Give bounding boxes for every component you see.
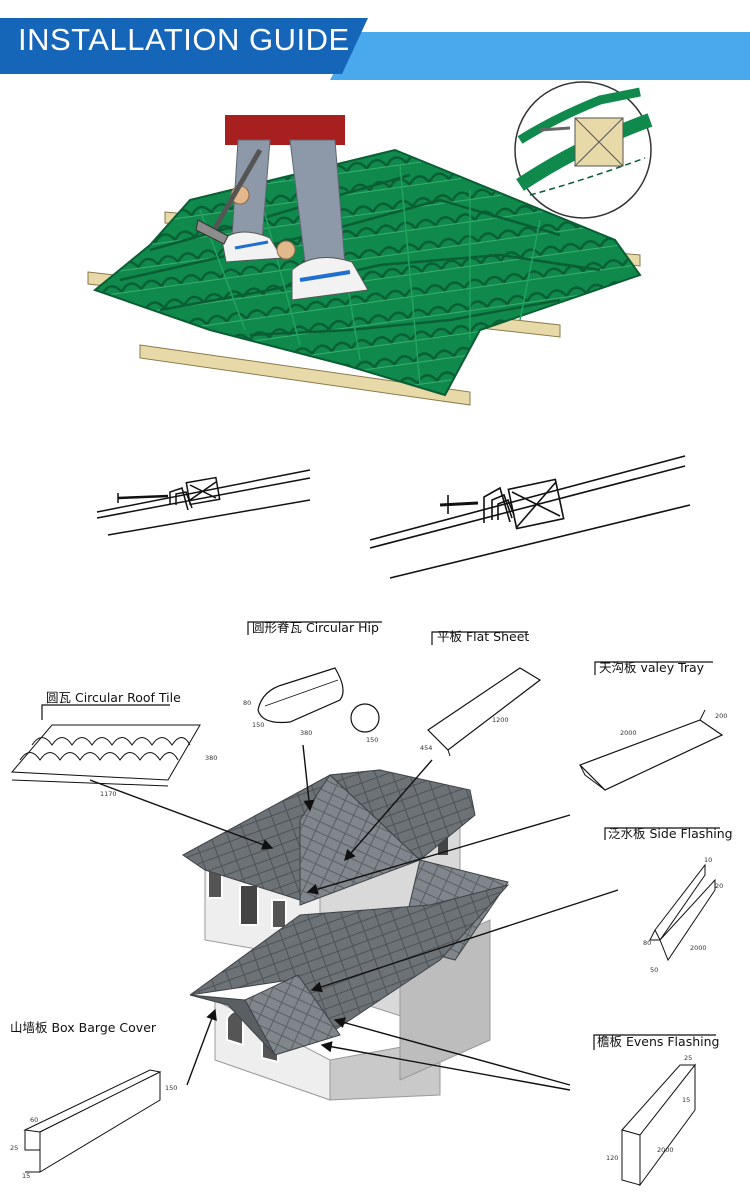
- component-side-flashing: 泛水板 Side Flashing 10 20 80 50 2000: [604, 826, 733, 974]
- svg-text:25: 25: [684, 1054, 692, 1062]
- svg-text:15: 15: [682, 1096, 690, 1104]
- svg-text:380: 380: [300, 729, 312, 737]
- inset-detail-circle: [514, 81, 653, 219]
- svg-text:2000: 2000: [620, 729, 637, 737]
- svg-text:80: 80: [243, 699, 251, 707]
- svg-text:10: 10: [704, 856, 712, 864]
- svg-text:2000: 2000: [690, 944, 707, 952]
- svg-text:1170: 1170: [100, 790, 117, 798]
- label-circular-roof-tile: 圆瓦 Circular Roof Tile: [46, 690, 181, 705]
- label-flat-sheet: 平板 Flat Sheet: [437, 629, 529, 644]
- label-side-flashing: 泛水板 Side Flashing: [608, 826, 733, 841]
- hammer-icon: [195, 148, 263, 245]
- green-roof-tiles: [92, 148, 642, 397]
- component-circular-roof-tile: 圆瓦 Circular Roof Tile 380 1170: [10, 690, 217, 798]
- svg-text:454: 454: [420, 744, 432, 752]
- svg-text:150: 150: [165, 1084, 177, 1092]
- svg-text:60: 60: [30, 1116, 38, 1124]
- section-detail-large: [369, 455, 691, 579]
- label-valley-tray: 天沟板 valey Tray: [599, 660, 705, 675]
- component-circular-hip: 圆形脊瓦 Circular Hip 80 150 380 150: [243, 620, 382, 744]
- svg-text:380: 380: [205, 754, 217, 762]
- header-light-band: [330, 32, 750, 80]
- component-box-barge-cover: 山墙板 Box Barge Cover 60 25 150 15: [10, 1020, 177, 1180]
- component-evens-flashing: 檐板 Evens Flashing 25 15 120 2000: [593, 1034, 719, 1187]
- label-evens-flashing: 檐板 Evens Flashing: [597, 1034, 719, 1049]
- svg-text:1200: 1200: [492, 716, 509, 724]
- svg-text:150: 150: [366, 736, 378, 744]
- section-detail-small: [96, 469, 311, 536]
- svg-text:150: 150: [252, 721, 264, 729]
- svg-text:80: 80: [643, 939, 651, 947]
- svg-text:200: 200: [715, 712, 727, 720]
- component-valley-tray: 天沟板 valey Tray 2000 200: [578, 660, 727, 791]
- svg-text:120: 120: [606, 1154, 618, 1162]
- component-flat-sheet: 平板 Flat Sheet 454 1200: [420, 629, 542, 757]
- svg-text:15: 15: [22, 1172, 30, 1180]
- header-dark-band: [0, 18, 368, 74]
- roof-installation-illustration: [87, 81, 653, 406]
- svg-text:50: 50: [650, 966, 658, 974]
- svg-text:2000: 2000: [657, 1146, 674, 1154]
- label-circular-hip: 圆形脊瓦 Circular Hip: [252, 620, 379, 635]
- svg-text:25: 25: [10, 1144, 18, 1152]
- house-illustration: [182, 769, 510, 1101]
- page-title: INSTALLATION GUIDE: [18, 22, 350, 57]
- pointer-arrows: [89, 744, 619, 1091]
- header-banner: [0, 18, 750, 80]
- svg-text:20: 20: [715, 882, 723, 890]
- worker-figure: [195, 115, 369, 301]
- label-box-barge-cover: 山墙板 Box Barge Cover: [10, 1020, 157, 1035]
